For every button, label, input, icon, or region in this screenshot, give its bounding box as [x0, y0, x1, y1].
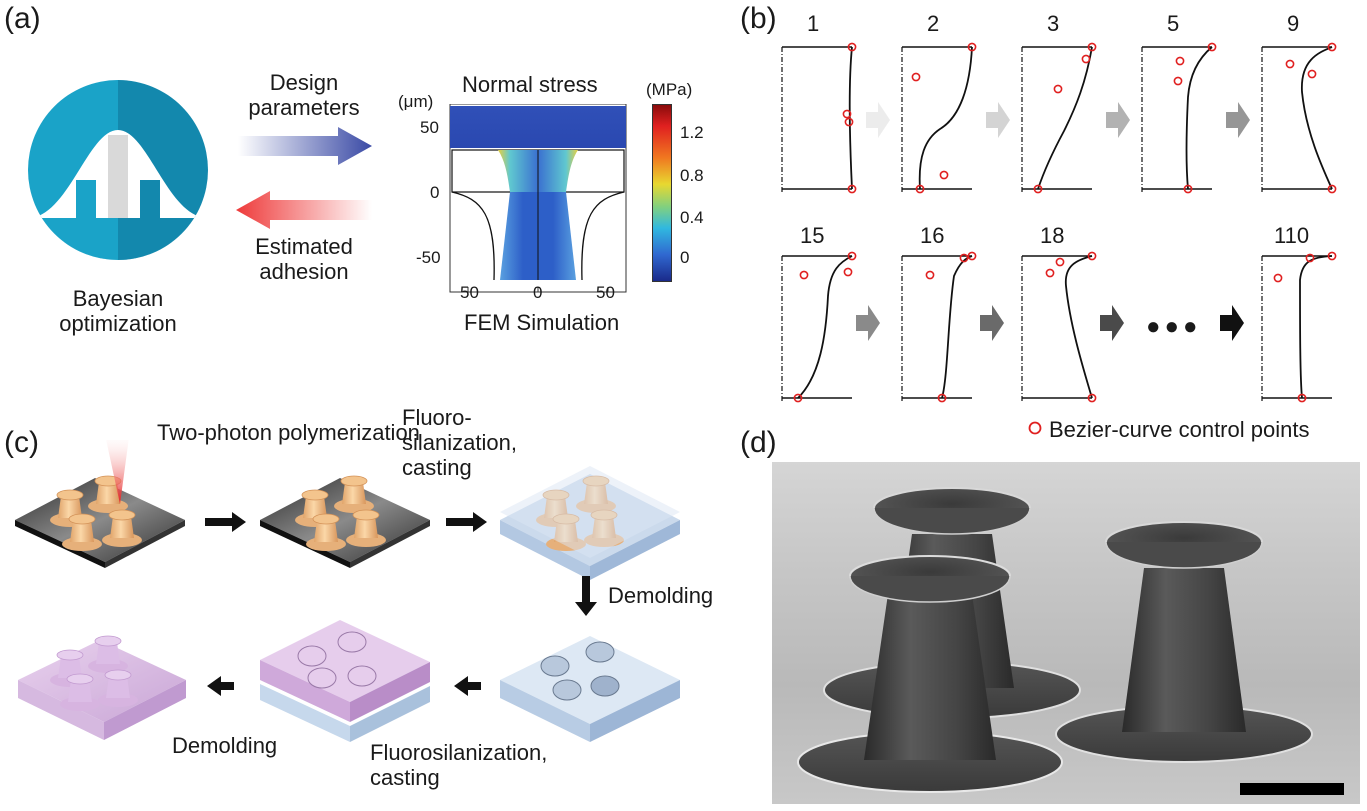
fem-x-tick: 0 — [533, 283, 543, 302]
sem-micrograph — [772, 462, 1360, 804]
colorbar — [652, 104, 672, 282]
colorbar-tick: 0.8 — [680, 166, 704, 185]
iteration-18-shape — [1021, 251, 1097, 403]
iteration-3-shape — [1021, 42, 1097, 194]
fabrication-process-diagram — [15, 440, 680, 742]
design-parameters-label: Design parameters — [248, 70, 360, 120]
fem-y-unit: (μm) — [398, 92, 434, 111]
ellipsis: ●●● — [1146, 313, 1202, 340]
step-fluorosilanization-1: Fluoro- silanization, casting — [402, 405, 517, 480]
iteration-9-shape — [1261, 42, 1337, 194]
iteration-label: 110 — [1274, 223, 1310, 248]
fem-y-tick: 0 — [430, 183, 440, 202]
step-demolding-1: Demolding — [608, 583, 714, 608]
colorbar-tick: 0 — [680, 248, 690, 267]
panel-label-d: (d) — [740, 426, 777, 459]
iteration-label: 18 — [1040, 223, 1065, 248]
panel-label-b: (b) — [740, 2, 777, 35]
fem-plot-title: Normal stress — [462, 72, 598, 97]
step-demolding-2: Demolding — [172, 733, 278, 758]
iteration-110-shape — [1261, 251, 1337, 403]
colorbar-tick: 1.2 — [680, 123, 704, 142]
backward-arrow-icon — [234, 190, 372, 235]
fem-y-tick: -50 — [416, 248, 441, 267]
iteration-5-shape — [1141, 42, 1217, 194]
iteration-label: 15 — [800, 223, 825, 248]
iteration-label: 5 — [1167, 11, 1180, 36]
forward-arrow-icon — [238, 126, 374, 171]
iteration-label: 16 — [920, 223, 945, 248]
iteration-2-shape — [901, 42, 977, 194]
panel-label-a: (a) — [4, 2, 41, 35]
iteration-16-shape — [901, 251, 977, 403]
fem-x-tick: 50 — [460, 283, 479, 302]
step-two-photon-polymerization: Two-photon polymerization — [157, 420, 420, 445]
iteration-label: 9 — [1287, 11, 1300, 36]
iteration-15-shape — [781, 251, 857, 403]
iteration-1-shape — [781, 42, 857, 194]
bayesian-optimization-icon — [28, 80, 208, 260]
fem-caption: FEM Simulation — [464, 310, 620, 335]
colorbar-tick: 0.4 — [680, 208, 704, 227]
scale-bar — [1240, 783, 1344, 795]
fem-y-tick: 50 — [420, 118, 439, 137]
fem-x-tick: 50 — [596, 283, 615, 302]
step-fluorosilanization-2: Fluorosilanization, casting — [370, 740, 548, 790]
bezier-shape-evolution — [781, 42, 1337, 435]
legend-control-points: Bezier-curve control points — [1049, 417, 1310, 442]
colorbar-unit: (MPa) — [646, 80, 693, 99]
iteration-label: 2 — [927, 11, 940, 36]
panel-label-c: (c) — [4, 426, 39, 459]
estimated-adhesion-label: Estimated adhesion — [255, 234, 353, 284]
iteration-label: 3 — [1047, 11, 1060, 36]
iteration-label: 1 — [807, 11, 820, 36]
bayesian-optimization-label: Bayesian optimization — [59, 286, 177, 336]
fem-stress-plot — [442, 103, 632, 309]
